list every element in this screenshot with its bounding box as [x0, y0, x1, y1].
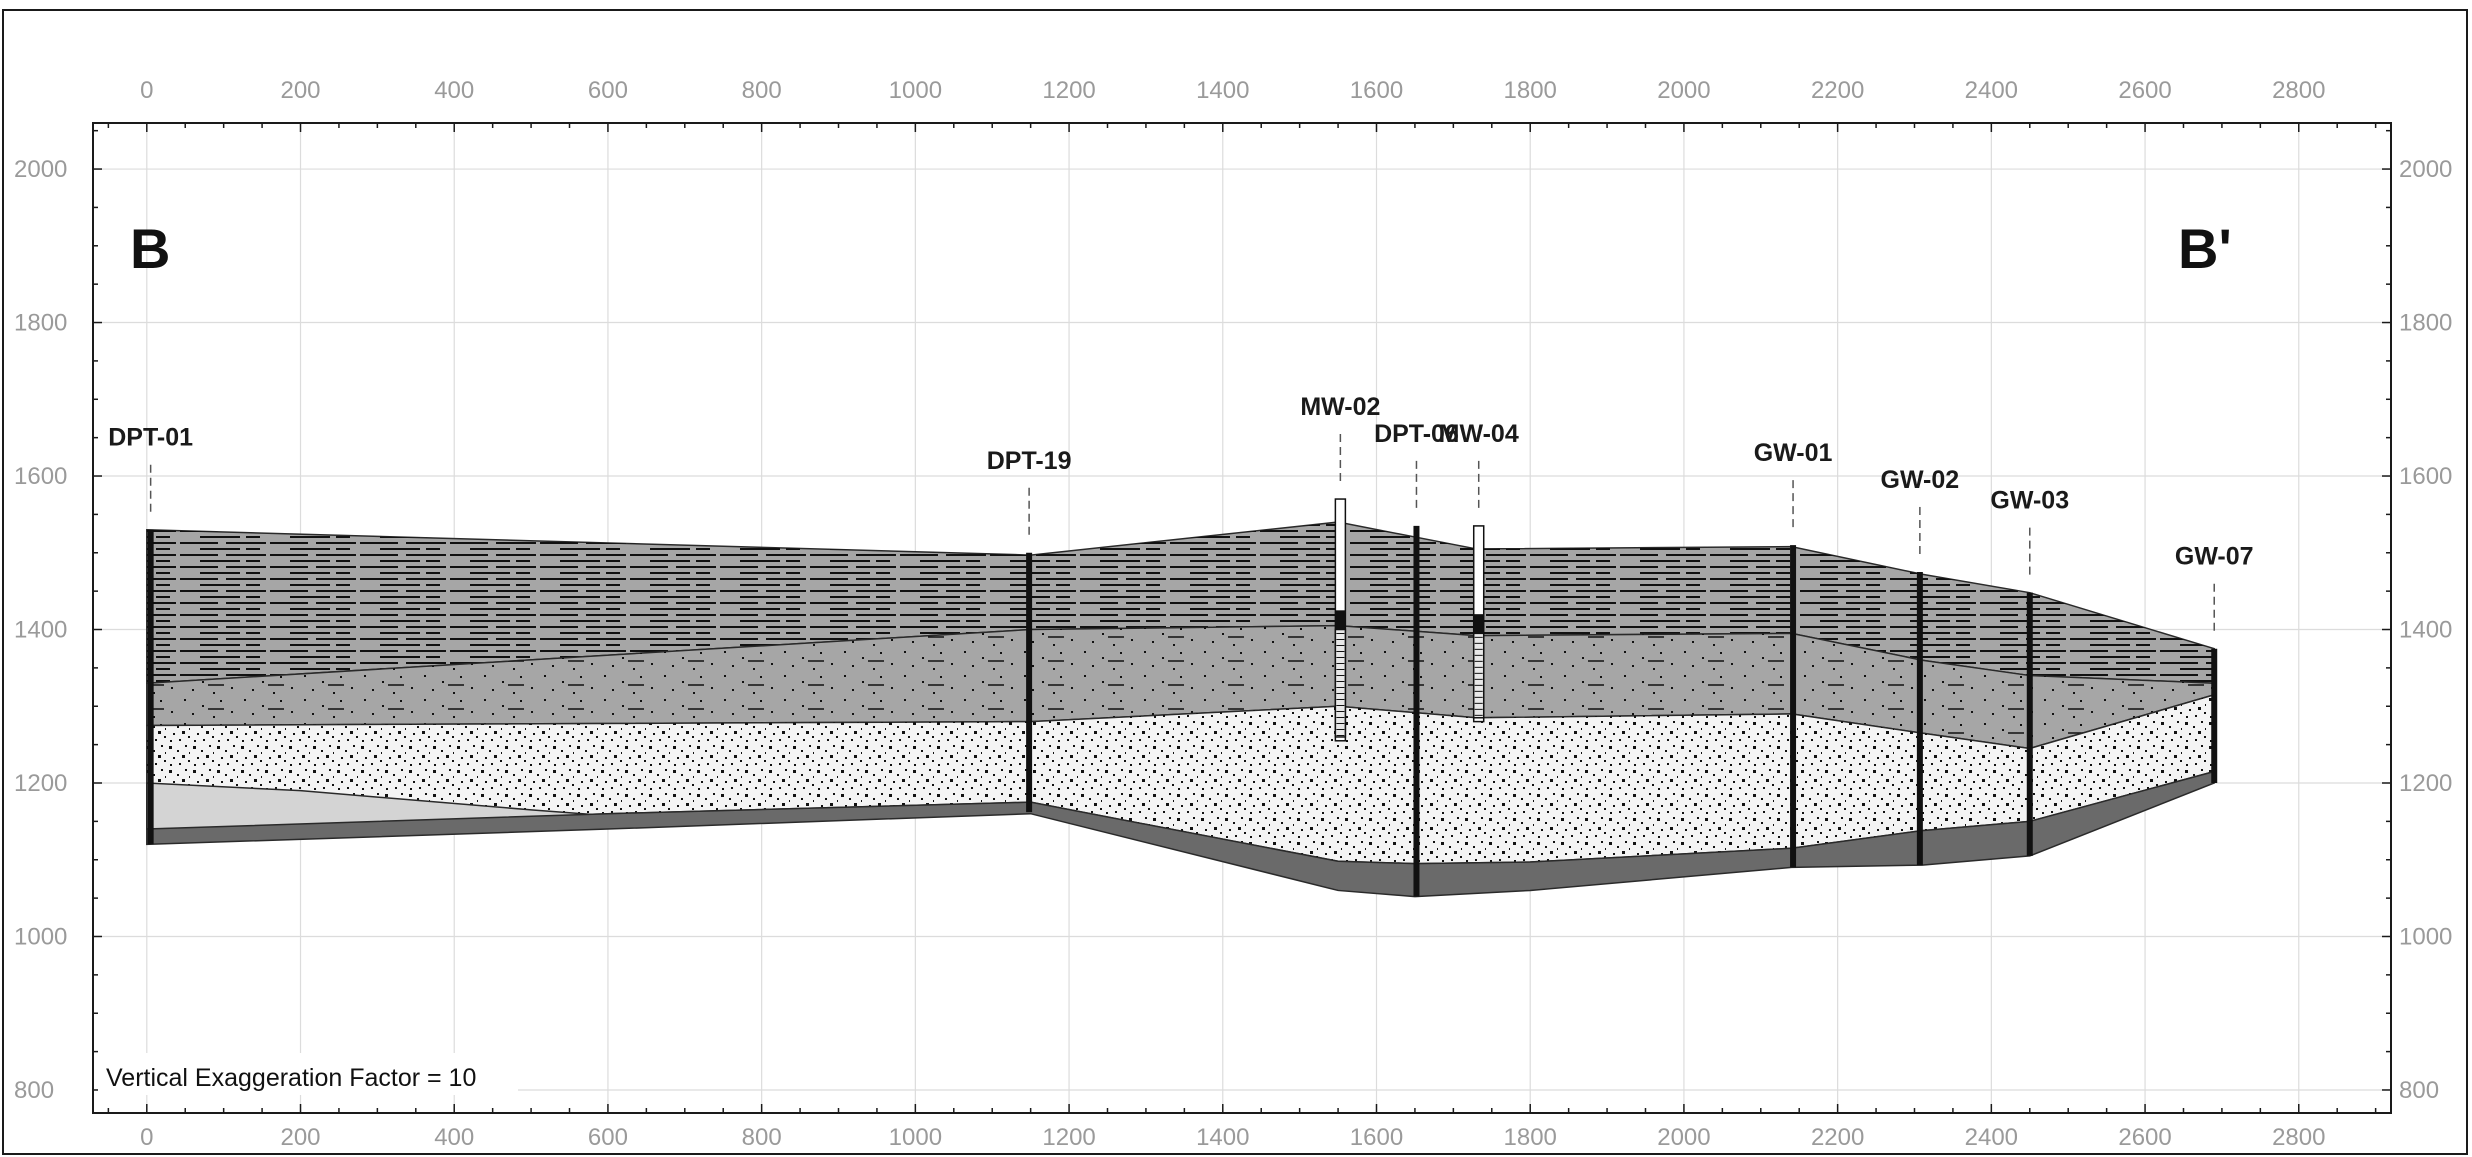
x-tick-label-top: 800	[742, 77, 782, 104]
section-start-label: B	[130, 217, 170, 280]
x-tick-label-bottom: 1200	[1042, 1124, 1095, 1151]
x-tick-label-bottom: 2800	[2272, 1124, 2325, 1151]
y-tick-label-left: 1000	[14, 923, 67, 950]
y-tick-label-right: 800	[2399, 1077, 2439, 1104]
x-tick-label-bottom: 400	[434, 1124, 474, 1151]
y-tick-label-right: 1800	[2399, 310, 2452, 337]
vertical-exaggeration-note: Vertical Exaggeration Factor = 10	[106, 1064, 476, 1092]
x-tick-label-top: 1400	[1196, 77, 1249, 104]
x-tick-label-bottom: 2400	[1965, 1124, 2018, 1151]
footnote-background	[98, 1053, 518, 1095]
y-tick-label-right: 1600	[2399, 463, 2452, 490]
well-label-mw-04: MW-04	[1439, 420, 1519, 448]
x-tick-label-bottom: 1000	[889, 1124, 942, 1151]
layer-pattern-silty-sand	[146, 625, 2215, 749]
plot-frame	[92, 122, 2392, 1114]
y-tick-label-left: 1200	[14, 770, 67, 797]
x-tick-label-top: 600	[588, 77, 628, 104]
layer-pattern-upper-fine-laminated	[146, 522, 2215, 684]
well-seal	[1473, 614, 1484, 634]
x-tick-label-top: 2200	[1811, 77, 1864, 104]
y-tick-label-left: 800	[14, 1077, 54, 1104]
y-tick-label-left: 1600	[14, 463, 67, 490]
well-seal	[1335, 610, 1346, 630]
x-tick-label-top: 0	[140, 77, 153, 104]
well-screen	[1472, 632, 1485, 719]
x-tick-label-top: 1600	[1350, 77, 1403, 104]
well-label-dpt-06: DPT-06	[1374, 420, 1459, 448]
x-tick-label-top: 400	[434, 77, 474, 104]
x-tick-label-bottom: 1400	[1196, 1124, 1249, 1151]
section-end-label: B'	[2178, 217, 2232, 280]
well-label-dpt-19: DPT-19	[987, 447, 1072, 475]
x-tick-label-top: 2800	[2272, 77, 2325, 104]
layer-pattern-coarse-sand	[146, 694, 2215, 864]
well-label-gw-02: GW-02	[1881, 466, 1960, 494]
well-label-dpt-01: DPT-01	[108, 424, 193, 452]
x-tick-label-bottom: 800	[742, 1124, 782, 1151]
y-tick-label-left: 1800	[14, 310, 67, 337]
y-tick-label-left: 1400	[14, 617, 67, 644]
x-tick-label-top: 2000	[1657, 77, 1710, 104]
well-label-gw-01: GW-01	[1754, 439, 1833, 467]
x-tick-label-bottom: 1600	[1350, 1124, 1403, 1151]
x-tick-label-top: 1000	[889, 77, 942, 104]
y-tick-label-right: 2000	[2399, 156, 2452, 183]
x-tick-label-bottom: 2000	[1657, 1124, 1710, 1151]
x-tick-label-top: 1800	[1504, 77, 1557, 104]
axis-ticks: 0 0 200 200 400 400 600 600 800 800 1000 1000 1200 12…	[14, 77, 2452, 1151]
y-tick-label-left: 2000	[14, 156, 67, 183]
x-tick-label-bottom: 2600	[2118, 1124, 2171, 1151]
x-tick-label-top: 2400	[1965, 77, 2018, 104]
y-tick-label-right: 1400	[2399, 617, 2452, 644]
figure-frame	[2, 9, 2468, 1155]
y-tick-label-right: 1000	[2399, 923, 2452, 950]
well-label-gw-03: GW-03	[1990, 487, 2069, 515]
x-tick-label-bottom: 200	[280, 1124, 320, 1151]
x-tick-label-bottom: 0	[140, 1124, 153, 1151]
y-tick-label-right: 1200	[2399, 770, 2452, 797]
well-label-gw-07: GW-07	[2175, 543, 2254, 571]
x-tick-label-bottom: 600	[588, 1124, 628, 1151]
stratigraphic-layers	[146, 521, 2215, 898]
x-tick-label-top: 1200	[1042, 77, 1095, 104]
x-tick-label-bottom: 1800	[1504, 1124, 1557, 1151]
well-screen	[1334, 628, 1347, 738]
well-label-mw-02: MW-02	[1300, 393, 1380, 421]
x-tick-label-top: 200	[280, 77, 320, 104]
x-tick-label-bottom: 2200	[1811, 1124, 1864, 1151]
x-tick-label-top: 2600	[2118, 77, 2171, 104]
